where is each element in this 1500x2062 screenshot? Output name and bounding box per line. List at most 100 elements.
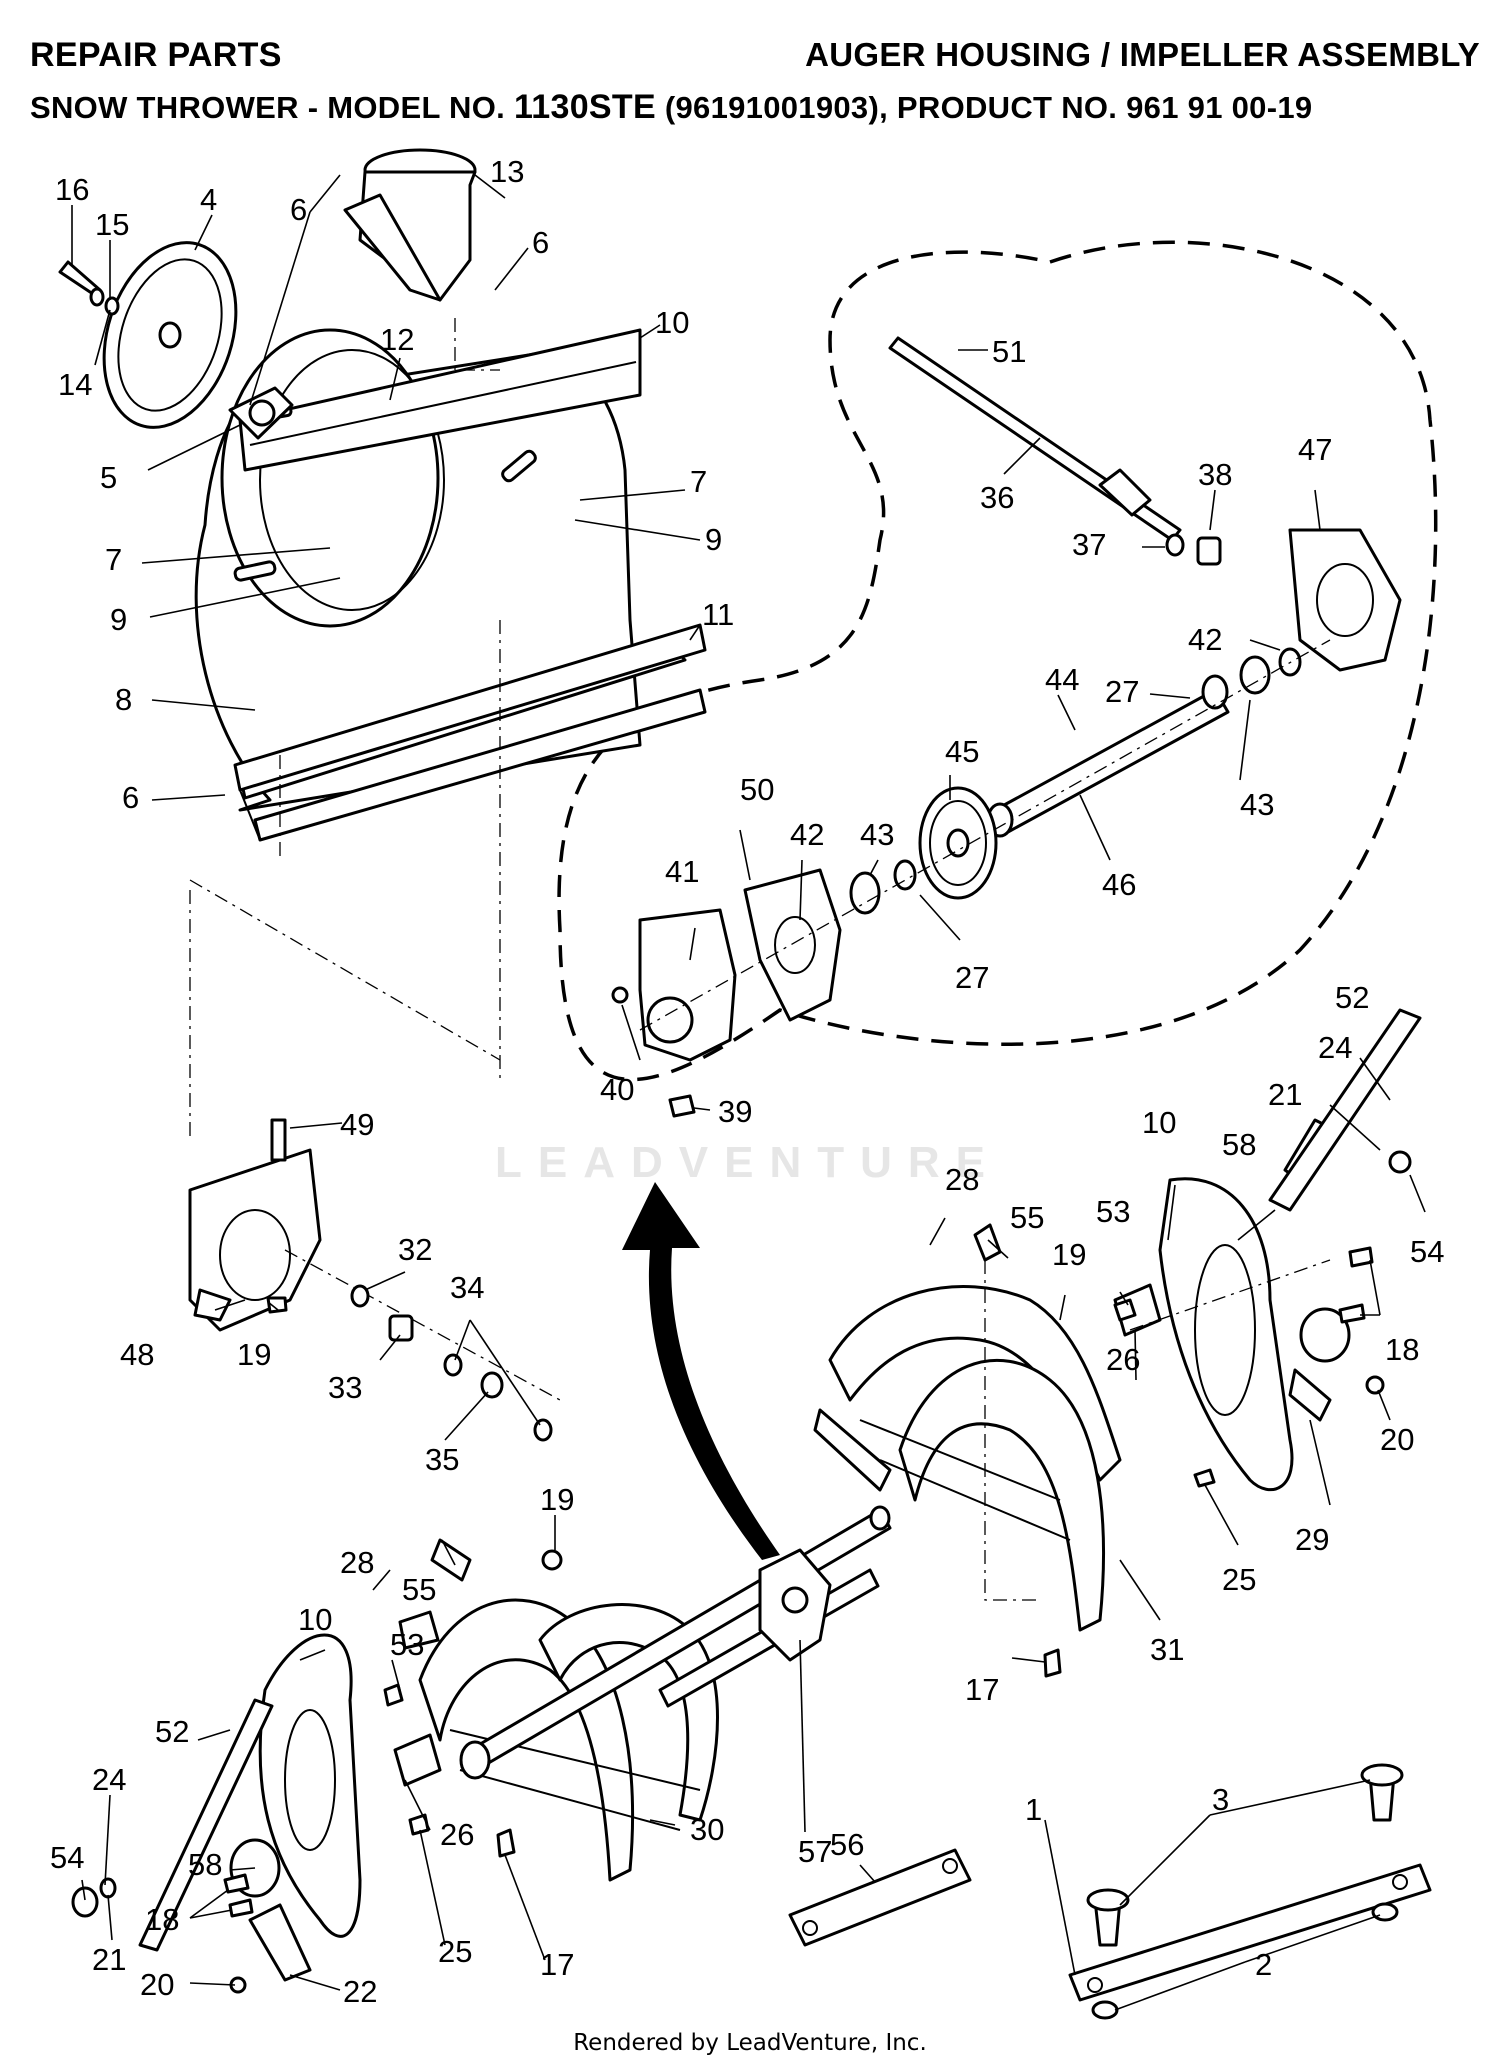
callout-20-right: 20	[1380, 1422, 1414, 1457]
callout-57: 57	[798, 1834, 832, 1869]
callout-5: 5	[100, 460, 117, 495]
impeller-pulley	[102, 241, 238, 429]
callout-41: 41	[665, 854, 699, 889]
callout-53-right: 53	[1096, 1194, 1130, 1229]
callout-55-right: 55	[1010, 1200, 1044, 1235]
callout-9-left: 9	[110, 602, 127, 637]
callout-28-left: 28	[340, 1545, 374, 1580]
right-side-hardware	[973, 1150, 1412, 1678]
callout-25-left: 25	[438, 1934, 472, 1969]
callout-21-right: 21	[1268, 1077, 1302, 1112]
pulley-bolt	[58, 260, 120, 316]
callout-44: 44	[1045, 662, 1079, 697]
callout-24-left: 24	[92, 1762, 126, 1797]
callout-4: 4	[200, 182, 217, 217]
callout-17-right: 17	[965, 1672, 999, 1707]
spacer-plate	[788, 1848, 972, 1947]
subtitle-prefix: SNOW THROWER - MODEL NO.	[30, 90, 514, 125]
gearbox-right-housing	[1288, 528, 1402, 672]
callout-3: 3	[1212, 1782, 1229, 1817]
callout-32: 32	[398, 1232, 432, 1267]
callout-6-chute-right: 6	[532, 225, 549, 260]
shave-plate	[233, 623, 707, 842]
callout-19-right: 19	[1052, 1237, 1086, 1272]
render-credit: Rendered by LeadVenture, Inc.	[573, 2030, 927, 2056]
callout-28-right: 28	[945, 1162, 979, 1197]
callout-50: 50	[740, 772, 774, 807]
callout-47: 47	[1298, 432, 1332, 467]
right-auger	[813, 1285, 1122, 1632]
callout-19-left: 19	[540, 1482, 574, 1517]
callout-58-left: 58	[188, 1847, 222, 1882]
callout-42-right: 42	[1188, 622, 1222, 657]
callout-55-left: 55	[402, 1572, 436, 1607]
washers-bushings	[266, 1284, 553, 1442]
callout-24-right: 24	[1318, 1030, 1352, 1065]
callout-43-left: 43	[860, 817, 894, 852]
auger-gearbox	[758, 1548, 832, 1662]
section-title: REPAIR PARTS	[30, 36, 282, 74]
callout-49: 49	[340, 1107, 374, 1142]
discharge-chute-adapter	[343, 148, 477, 302]
callout-11: 11	[702, 597, 734, 632]
callout-9-right: 9	[705, 522, 722, 557]
callout-40: 40	[600, 1072, 634, 1107]
callout-2: 2	[1255, 1947, 1272, 1982]
callout-39: 39	[718, 1094, 752, 1129]
callout-53-left: 53	[390, 1627, 424, 1662]
callout-54-left: 54	[50, 1840, 84, 1875]
callout-52-left: 52	[155, 1714, 189, 1749]
callout-27-left: 27	[955, 960, 989, 995]
callout-16: 16	[55, 172, 89, 207]
left-auger	[418, 1598, 719, 1882]
callout-14: 14	[58, 367, 92, 402]
callout-17-left: 17	[540, 1947, 574, 1982]
callout-42-left: 42	[790, 817, 824, 852]
model-number: 1130STE	[513, 88, 656, 126]
bearing-flange	[228, 386, 294, 440]
callout-7-right: 7	[690, 464, 707, 499]
callout-29: 29	[1295, 1522, 1329, 1557]
callout-15: 15	[95, 207, 129, 242]
callout-35: 35	[425, 1442, 459, 1477]
callout-21-left: 21	[92, 1942, 126, 1977]
gearbox-left-housing	[611, 908, 737, 1118]
callout-46: 46	[1102, 867, 1136, 902]
callout-18-right: 18	[1385, 1332, 1419, 1367]
gearbox-detail-boundary	[557, 240, 1438, 1082]
callout-38: 38	[1198, 457, 1232, 492]
callout-48: 48	[120, 1337, 154, 1372]
callout-labels: 16 15 4 14 5 6 13 6 12 10 7 9 7 9 11 8 6…	[50, 154, 1444, 2009]
left-skid-shoe	[138, 1698, 312, 1982]
callout-18-left: 18	[145, 1902, 179, 1937]
callout-10-housing: 10	[655, 305, 689, 340]
callout-36: 36	[980, 480, 1014, 515]
left-side-hardware	[71, 1538, 563, 1994]
callout-13: 13	[490, 154, 524, 189]
callout-10-right: 10	[1142, 1105, 1176, 1140]
callout-54-right: 54	[1410, 1234, 1444, 1269]
left-side-plate	[229, 1633, 362, 1938]
right-skid-shoe	[1268, 1008, 1422, 1212]
callout-30: 30	[690, 1812, 724, 1847]
callout-6-chute-left: 6	[290, 192, 307, 227]
drift-cutter-bar	[1068, 1863, 1432, 2002]
detail-arrow	[622, 1182, 780, 1560]
assembly-title: AUGER HOUSING / IMPELLER ASSEMBLY	[805, 36, 1480, 73]
callout-31: 31	[1150, 1632, 1184, 1667]
right-side-plate	[1158, 1177, 1351, 1491]
callout-20-left: 20	[140, 1967, 174, 2002]
callout-25-right: 25	[1222, 1562, 1256, 1597]
callout-6-housing: 6	[122, 780, 139, 815]
callout-26-left: 26	[440, 1817, 474, 1852]
callout-27-right: 27	[1105, 674, 1139, 709]
callout-19-left-housing: 19	[237, 1337, 271, 1372]
callout-1: 1	[1025, 1792, 1042, 1827]
housing-top-flange	[238, 328, 642, 472]
gearbox-gasket	[743, 868, 842, 1022]
carriage-bolts-nuts	[1086, 1763, 1404, 2020]
worm-shaft	[888, 336, 1222, 566]
subtitle-suffix: (96191001903), PRODUCT NO. 961 91 00-19	[655, 90, 1313, 125]
watermark: LEADVENTURE	[495, 1138, 1002, 1187]
